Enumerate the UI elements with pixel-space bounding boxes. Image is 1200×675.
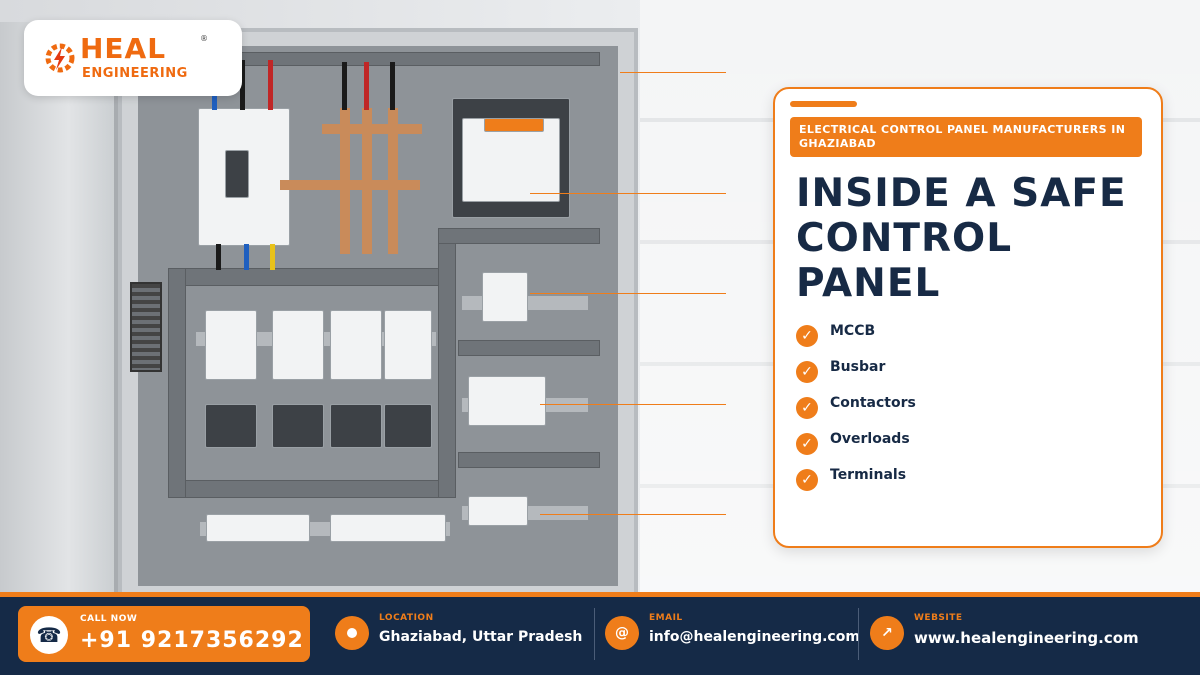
list-item: ✓ Terminals: [796, 456, 916, 492]
card-accent-bar: [790, 101, 857, 107]
feature-list: ✓ MCCB ✓ Busbar ✓ Contactors ✓ Overloads…: [796, 312, 916, 492]
transformer-terminals: [484, 118, 544, 132]
cable: [244, 244, 249, 270]
location-label: LOCATION: [379, 613, 434, 623]
contactor: [272, 310, 324, 380]
logo-wordmark: HEAL: [80, 32, 167, 65]
contactor: [384, 310, 432, 380]
location-icon: [335, 616, 369, 650]
cable: [390, 62, 395, 110]
cable: [240, 60, 245, 110]
info-card: [773, 87, 1163, 548]
logo-subtitle: ENGINEERING: [82, 66, 188, 81]
feature-label: Busbar: [830, 359, 886, 375]
terminal-block: [468, 496, 528, 526]
email-link[interactable]: info@healengineering.com: [649, 629, 860, 645]
callout-line: [620, 72, 726, 73]
email-label: EMAIL: [649, 613, 683, 623]
callout-line: [540, 514, 726, 515]
call-label: CALL NOW: [80, 614, 138, 624]
overload-relay: [384, 404, 432, 448]
wiring-duct-vertical: [168, 268, 186, 498]
cabinet-door: [0, 22, 120, 597]
phone-icon: ☎: [30, 616, 68, 654]
feature-label: Contactors: [830, 395, 916, 411]
mcb-group: [468, 376, 546, 426]
external-link-icon: ↗: [870, 616, 904, 650]
wiring-duct-horizontal: [458, 452, 600, 468]
email-icon: @: [605, 616, 639, 650]
overload-relay: [330, 404, 382, 448]
wiring-duct-horizontal: [458, 340, 600, 356]
check-icon: ✓: [796, 397, 818, 419]
location-value: Ghaziabad, Uttar Pradesh: [379, 629, 583, 645]
gear-bolt-logo-icon: [45, 43, 75, 73]
cable: [364, 62, 369, 110]
terminal-block: [330, 514, 446, 542]
overload-relay: [272, 404, 324, 448]
check-icon: ✓: [796, 325, 818, 347]
wiring-duct-horizontal: [168, 268, 440, 286]
callout-line: [540, 404, 726, 405]
cable: [342, 62, 347, 110]
check-icon: ✓: [796, 469, 818, 491]
cable: [216, 244, 221, 270]
footer-accent-stripe: [0, 592, 1200, 597]
overload-relay: [205, 404, 257, 448]
wiring-duct-top: [190, 52, 600, 66]
card-ribbon: ELECTRICAL CONTROL PANEL MANUFACTURERS I…: [790, 117, 1142, 157]
list-item: ✓ Busbar: [796, 348, 916, 384]
wiring-duct-horizontal: [168, 480, 440, 498]
registered-mark: ®: [200, 34, 208, 43]
contactor: [205, 310, 257, 380]
busbar: [280, 180, 420, 190]
website-label: WEBSITE: [914, 613, 963, 623]
website-link[interactable]: www.healengineering.com: [914, 629, 1139, 647]
phone-number[interactable]: +91 9217356292: [80, 628, 304, 653]
contactor: [330, 310, 382, 380]
list-item: ✓ Overloads: [796, 420, 916, 456]
callout-line: [530, 293, 726, 294]
list-item: ✓ MCCB: [796, 312, 916, 348]
mcb-group: [482, 272, 528, 322]
feature-label: Terminals: [830, 467, 907, 483]
wiring-duct-vertical: [438, 228, 456, 498]
wiring-duct-horizontal: [438, 228, 600, 244]
list-item: ✓ Contactors: [796, 384, 916, 420]
feature-label: MCCB: [830, 323, 876, 339]
terminal-block: [206, 514, 310, 542]
busbar: [322, 124, 422, 134]
card-title: INSIDE A SAFE CONTROL PANEL: [796, 171, 1127, 306]
transformer-core: [462, 118, 560, 202]
mccb-handle: [225, 150, 249, 198]
footer-divider: [594, 608, 595, 660]
cable: [270, 244, 275, 270]
cooling-fan: [130, 282, 162, 372]
footer-divider: [858, 608, 859, 660]
cable: [268, 60, 273, 110]
check-icon: ✓: [796, 361, 818, 383]
check-icon: ✓: [796, 433, 818, 455]
feature-label: Overloads: [830, 431, 910, 447]
callout-line: [530, 193, 726, 194]
